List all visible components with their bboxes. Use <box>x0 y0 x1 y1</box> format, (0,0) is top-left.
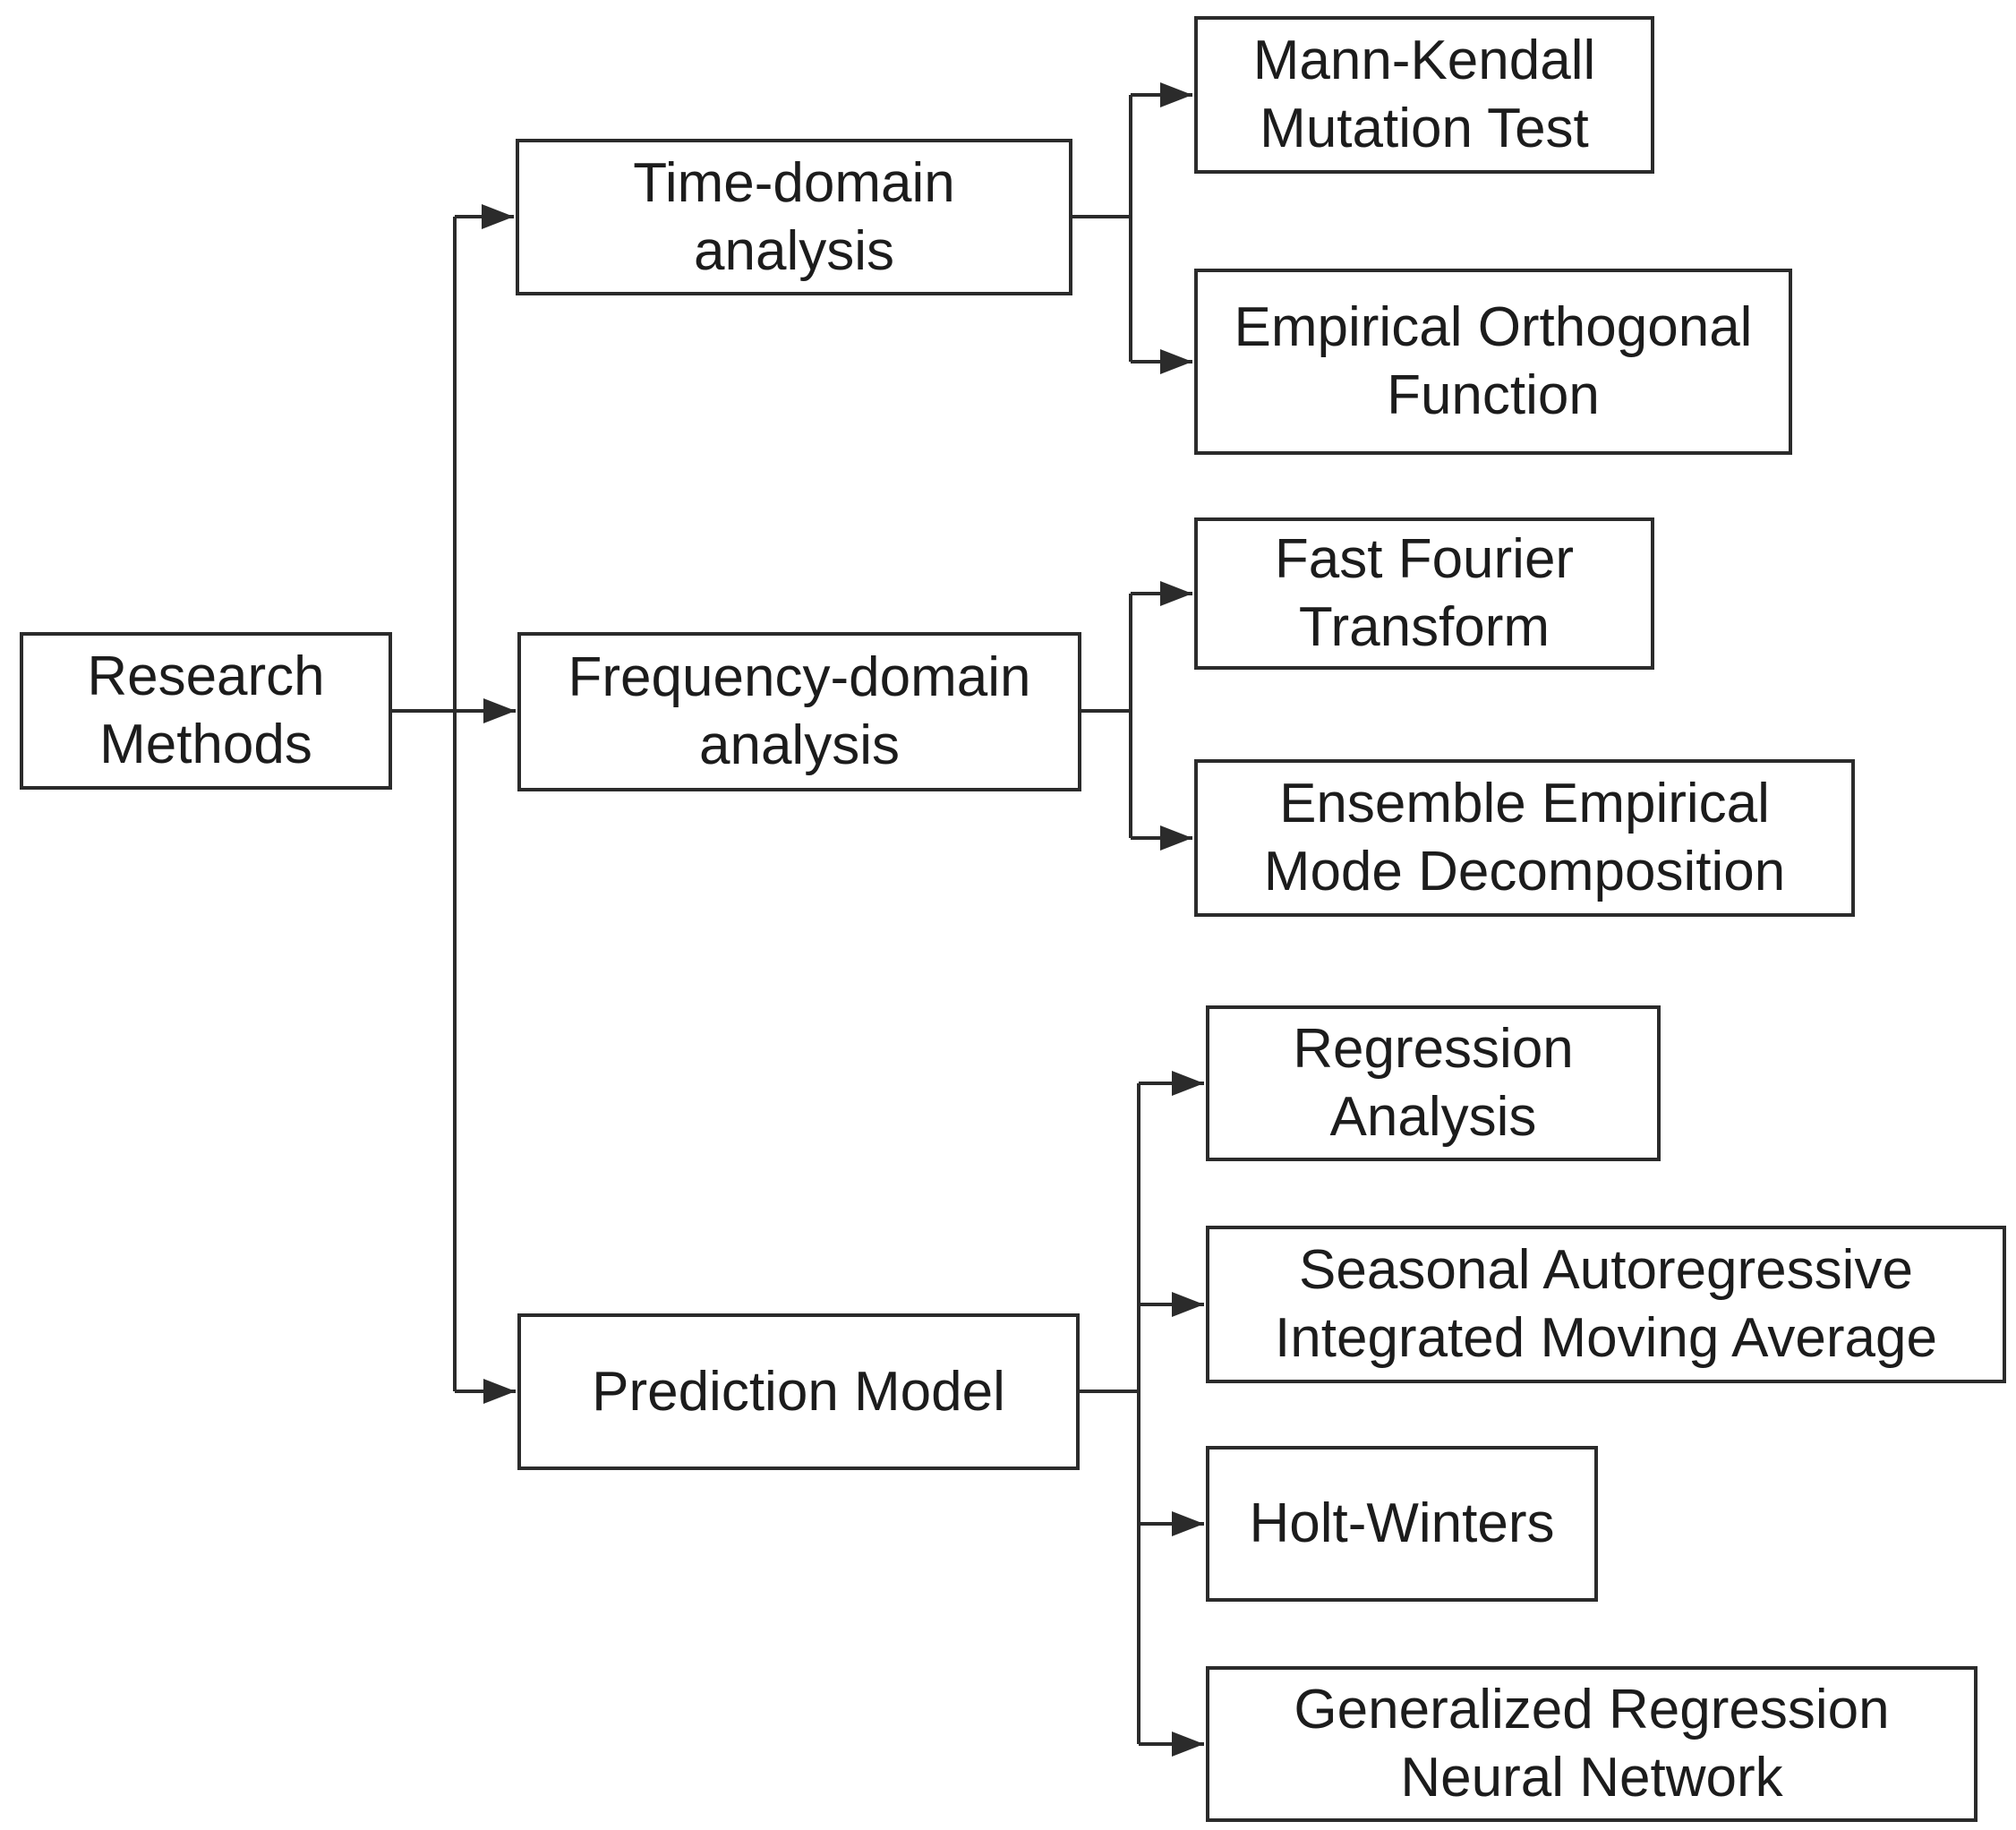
node-frequency-domain-analysis: Frequency-domain analysis <box>517 632 1081 791</box>
node-frequency-domain-analysis-label: Frequency-domain analysis <box>568 646 1031 776</box>
node-fast-fourier-transform: Fast Fourier Transform <box>1194 517 1654 670</box>
node-empirical-orthogonal-function-label: Empirical Orthogonal Function <box>1234 296 1753 426</box>
edge-group-frequency-domain <box>1081 581 1192 851</box>
node-research-methods-label: Research Methods <box>87 646 325 775</box>
node-generalized-regression-neural-network: Generalized Regression Neural Network <box>1206 1666 1978 1822</box>
node-holt-winters-label: Holt-Winters <box>1249 1492 1555 1555</box>
node-mann-kendall-mutation-test: Mann-Kendall Mutation Test <box>1194 16 1654 174</box>
node-empirical-orthogonal-function: Empirical Orthogonal Function <box>1194 269 1792 455</box>
node-fast-fourier-transform-label: Fast Fourier Transform <box>1274 528 1575 658</box>
node-prediction-model-label: Prediction Model <box>592 1360 1005 1423</box>
node-mann-kendall-mutation-test-label: Mann-Kendall Mutation Test <box>1252 30 1596 159</box>
node-research-methods: Research Methods <box>20 632 392 790</box>
node-ensemble-empirical-mode-decomposition: Ensemble Empirical Mode Decomposition <box>1194 759 1855 917</box>
node-seasonal-arima-label: Seasonal Autoregressive Integrated Movin… <box>1275 1239 1937 1369</box>
node-regression-analysis: Regression Analysis <box>1206 1005 1661 1161</box>
node-seasonal-arima: Seasonal Autoregressive Integrated Movin… <box>1206 1226 2006 1383</box>
node-regression-analysis-label: Regression Analysis <box>1293 1018 1574 1148</box>
edge-group-root <box>392 204 516 1404</box>
edge-group-prediction <box>1080 1071 1204 1757</box>
node-ensemble-empirical-mode-decomposition-label: Ensemble Empirical Mode Decomposition <box>1263 773 1786 902</box>
node-holt-winters: Holt-Winters <box>1206 1446 1598 1602</box>
node-time-domain-analysis: Time-domain analysis <box>516 139 1072 295</box>
node-prediction-model: Prediction Model <box>517 1313 1080 1470</box>
node-time-domain-analysis-label: Time-domain analysis <box>633 151 955 282</box>
node-generalized-regression-neural-network-label: Generalized Regression Neural Network <box>1294 1679 1890 1809</box>
edge-group-time-domain <box>1072 82 1192 374</box>
